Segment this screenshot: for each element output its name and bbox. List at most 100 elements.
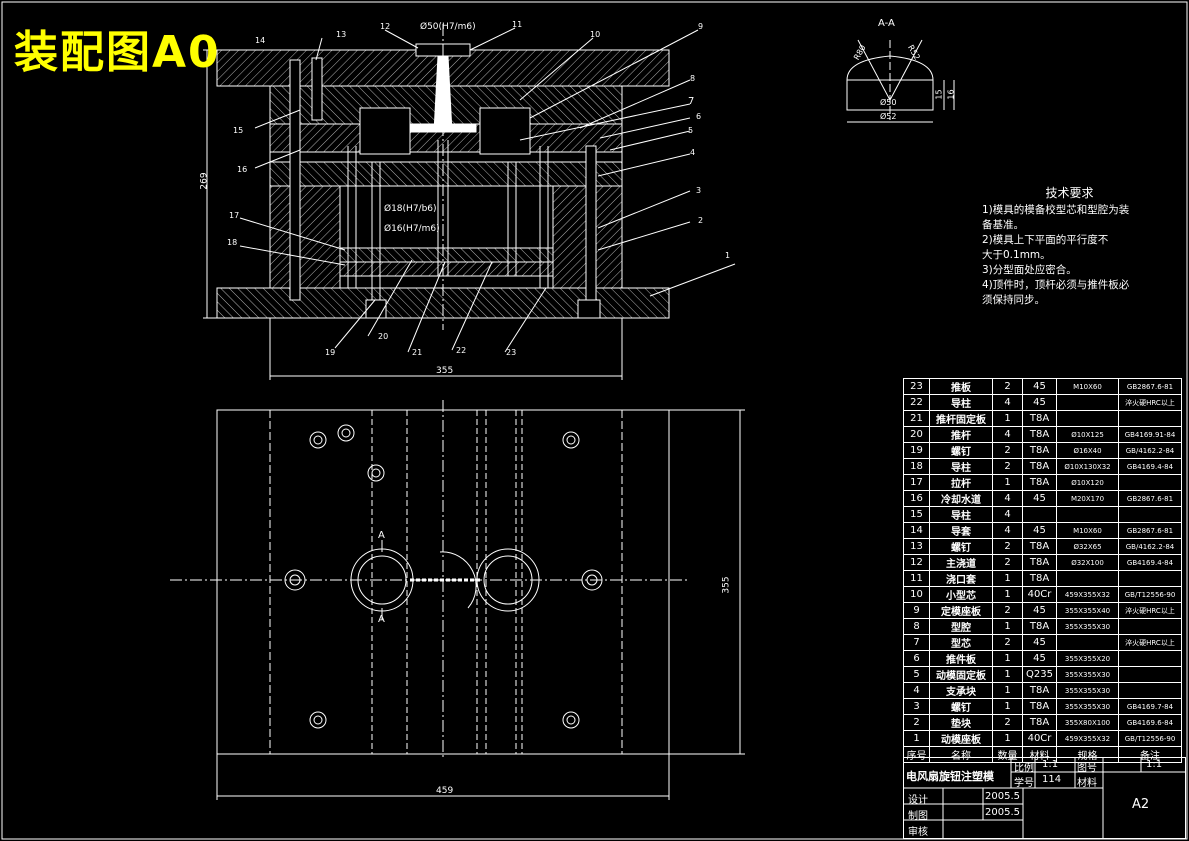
bom-qty: 1 [992,666,1023,683]
bom-qty: 1 [992,650,1023,667]
bom-qty: 2 [992,442,1023,459]
bom-material: T8A [1022,682,1057,699]
bom-spec: M10X60 [1056,522,1119,539]
bom-name: 螺钉 [929,538,993,555]
sheet-size: A2 [1132,797,1150,812]
drawing-title: 装配图A0 [14,27,221,78]
bom-material: T8A [1022,474,1057,491]
callout-1: 1 [725,251,731,260]
bom-spec [1056,506,1119,523]
drawing-name: 电风扇旋钮注塑模 [906,770,994,783]
bom-standard [1118,666,1182,683]
bom-no: 21 [903,410,930,427]
callout-18: 18 [227,238,238,247]
bom-no: 22 [903,394,930,411]
callout-9: 9 [698,22,704,31]
bom-no: 18 [903,458,930,475]
bom-no: 8 [903,618,930,635]
section-detail [846,39,955,123]
bom-spec: Ø10X125 [1056,426,1119,443]
bom-no: 15 [903,506,930,523]
tech-req-line: 大于0.1mm。 [982,249,1051,261]
bom-name: 推杆固定板 [929,410,993,427]
callout-7: 7 [688,96,695,107]
callout-20: 20 [378,332,389,341]
callout-4: 4 [690,148,696,157]
bom-standard [1118,474,1182,491]
bom-qty: 2 [992,458,1023,475]
bom-name: 动模座板 [929,730,993,747]
bom-no: 23 [903,378,930,395]
bom-qty: 1 [992,410,1023,427]
bom-name: 浇口套 [929,570,993,587]
bom-no: 13 [903,538,930,555]
bom-standard: 淬火硬HRC以上 [1118,602,1182,619]
draw-date: 2005.5 [985,807,1020,818]
bom-standard [1118,618,1182,635]
bom-name: 定模座板 [929,602,993,619]
bom-name: 螺钉 [929,442,993,459]
material-label: 材料 [1077,778,1097,789]
callout-21: 21 [412,348,423,357]
bom-no: 9 [903,602,930,619]
bom-qty: 4 [992,490,1023,507]
bom-material: 45 [1022,634,1057,651]
callout-10: 10 [590,30,601,39]
bom-qty: 1 [992,570,1023,587]
bom-name: 推件板 [929,650,993,667]
bom-name: 拉杆 [929,474,993,491]
bom-material: 40Cr [1022,730,1057,747]
bom-no: 12 [903,554,930,571]
bom-name: 螺钉 [929,698,993,715]
callout-8: 8 [690,74,696,83]
section-mark-bottom: A [378,614,385,625]
bom-material: 45 [1022,650,1057,667]
bom-qty: 4 [992,426,1023,443]
bom-standard: GB/4162.2-84 [1118,442,1182,459]
bom-qty: 2 [992,602,1023,619]
bom-name: 小型芯 [929,586,993,603]
bom-standard: 淬火硬HRC以上 [1118,634,1182,651]
bom-no: 5 [903,666,930,683]
bom-standard [1118,650,1182,667]
technical-requirements: 技术要求 1)模具的模备校型芯和型腔为装 备基准。 2)模具上下平面的平行度不 … [982,186,1157,308]
bom-material: T8A [1022,538,1057,555]
dim-width-bottom: 459 [436,786,454,796]
bom-material: T8A [1022,554,1057,571]
bom-spec: 355X355X30 [1056,698,1119,715]
bom-no: 14 [903,522,930,539]
callout-19: 19 [325,348,336,357]
bom-qty: 1 [992,474,1023,491]
bom-no: 20 [903,426,930,443]
bom-name: 冷却水道 [929,490,993,507]
bom-header-row: 序号 名称 数量 材料 规格 备注 [903,746,1182,763]
bom-header-no: 序号 [903,746,930,763]
bom-material: 40Cr [1022,586,1057,603]
bom-qty: 1 [992,586,1023,603]
bom-no: 7 [903,634,930,651]
title-block-frame [903,757,1186,839]
bom-qty: 4 [992,506,1023,523]
bom-spec: 355X355X20 [1056,650,1119,667]
dim-height-right: 355 [721,576,732,594]
bom-qty: 2 [992,538,1023,555]
callout-2: 2 [698,216,704,225]
callout-15: 15 [233,126,244,135]
bom-spec: Ø32X100 [1056,554,1119,571]
design-date: 2005.5 [985,791,1020,802]
bom-material: Q235 [1022,666,1057,683]
